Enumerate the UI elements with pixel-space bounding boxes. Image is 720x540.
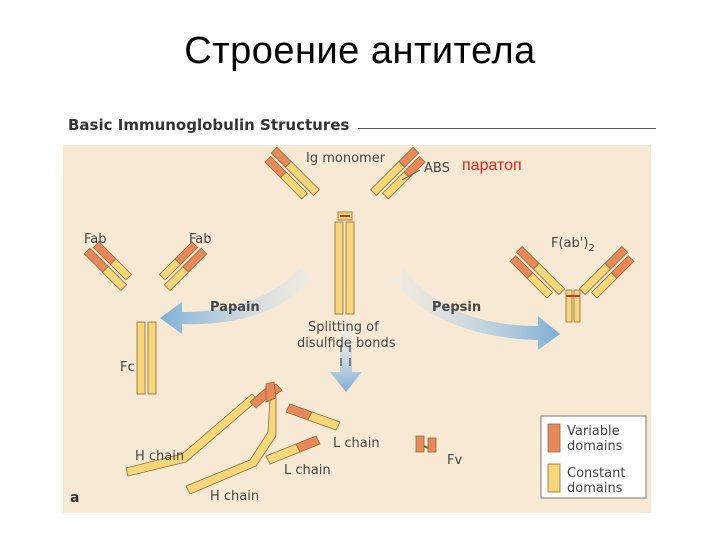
label-fab-left: Fab: [84, 232, 107, 247]
legend-variable-line2: domains: [567, 439, 623, 454]
fab-fragment-left: [83, 241, 133, 292]
slide-title: Строение антитела: [184, 30, 536, 72]
legend: [540, 415, 647, 499]
label-fab-right: Fab: [189, 232, 212, 247]
label-abs: ABS: [424, 161, 450, 176]
label-fc: Fc: [120, 360, 135, 375]
label-h-chain-1: H chain: [135, 449, 184, 464]
disulfide-marks: [340, 345, 351, 366]
heavy-chain-2: [185, 381, 277, 495]
legend-variable-swatch: [547, 423, 561, 453]
light-chain-2: [265, 435, 321, 465]
label-splitting-1: Splitting of: [308, 320, 379, 335]
ig-monomer: [264, 146, 426, 315]
fab-fragment-right: [158, 241, 208, 292]
header-rule: [358, 128, 656, 129]
legend-constant-line1: Constant: [567, 466, 625, 481]
label-fv: Fv: [447, 453, 462, 468]
light-chain-1: [285, 403, 341, 431]
label-l-chain-2: L chain: [284, 463, 331, 478]
pepsin-arrow: [394, 268, 560, 350]
abs-pointer: [401, 169, 421, 181]
label-l-chain-1: L chain: [333, 436, 380, 451]
figure-header: Basic Immunoglobulin Structures: [68, 116, 350, 134]
label-paratope: паратоп: [462, 157, 522, 174]
legend-constant-swatch: [547, 463, 561, 493]
papain-arrow: [160, 268, 312, 334]
fv-fragment: [415, 435, 437, 453]
legend-variable-line1: Variable: [567, 424, 620, 439]
label-fab2: F(ab')2: [551, 236, 595, 254]
legend-constant-line2: domains: [567, 481, 623, 496]
label-splitting-2: disulfide bonds: [297, 336, 396, 351]
panel-letter: a: [70, 490, 79, 506]
label-pepsin: Pepsin: [432, 300, 481, 315]
label-h-chain-2: H chain: [210, 489, 259, 504]
fc-fragment: [136, 321, 157, 395]
label-papain: Papain: [210, 300, 260, 315]
splitting-arrow: [330, 330, 362, 392]
fab2-fragment: [509, 245, 635, 323]
label-ig-monomer: Ig monomer: [306, 151, 386, 166]
